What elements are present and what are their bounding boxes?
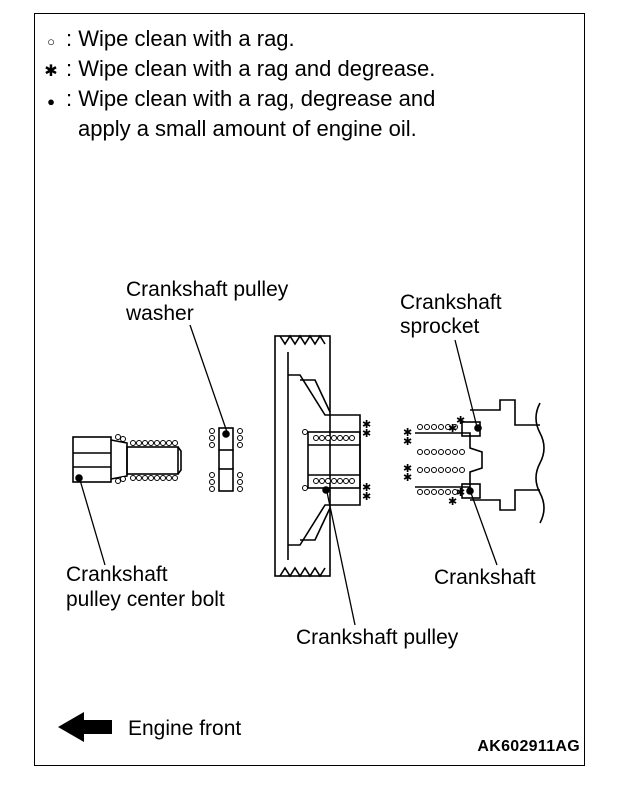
legend-text: : Wipe clean with a rag. xyxy=(66,26,295,51)
legend-item-oil: ● : Wipe clean with a rag, degrease and xyxy=(42,86,435,115)
svg-text:✱: ✱ xyxy=(403,426,412,439)
leader-lines xyxy=(79,324,498,626)
svg-text:✱: ✱ xyxy=(456,414,465,427)
engine-front-label: Engine front xyxy=(128,717,242,740)
legend-item-wipe: ○ : Wipe clean with a rag. xyxy=(42,26,295,55)
legend-text: apply a small amount of engine oil. xyxy=(78,116,417,141)
legend-item-degrease: ✱ : Wipe clean with a rag and degrease. xyxy=(42,56,435,85)
svg-text:✱: ✱ xyxy=(403,471,412,484)
svg-text:✱: ✱ xyxy=(448,422,457,435)
label-sprocket-line2: sprocket xyxy=(400,315,480,338)
label-washer-line1: Crankshaft pulley xyxy=(126,278,289,301)
washer-drawing xyxy=(209,427,243,492)
crankshaft-drawing xyxy=(415,399,545,524)
legend-item-oil-continued: apply a small amount of engine oil. xyxy=(78,116,417,142)
label-washer-line2: washer xyxy=(126,302,194,325)
svg-text:✱: ✱ xyxy=(362,427,371,440)
center-bolt-drawing xyxy=(72,434,182,484)
label-pulley: Crankshaft pulley xyxy=(296,626,459,649)
figure-frame xyxy=(34,13,585,766)
label-bolt-line2: pulley center bolt xyxy=(66,588,225,611)
asterisk-icon: ✱ xyxy=(44,63,58,80)
label-bolt-line1: Crankshaft xyxy=(66,563,168,586)
label-sprocket-line1: Crankshaft xyxy=(400,291,502,314)
legend-text: : Wipe clean with a rag, degrease and xyxy=(66,86,436,111)
svg-text:✱: ✱ xyxy=(448,495,457,508)
svg-text:✱: ✱ xyxy=(403,435,412,448)
filled-circle-icon: ● xyxy=(47,94,55,109)
label-crankshaft: Crankshaft xyxy=(434,566,536,589)
figure-code: AK602911AG xyxy=(477,738,580,755)
svg-text:✱: ✱ xyxy=(362,490,371,503)
svg-text:✱: ✱ xyxy=(456,486,465,499)
legend-text: : Wipe clean with a rag and degrease. xyxy=(66,56,436,81)
pulley-drawing xyxy=(274,334,361,578)
left-arrow-icon xyxy=(58,712,112,742)
svg-text:✱: ✱ xyxy=(362,418,371,431)
svg-text:✱: ✱ xyxy=(403,462,412,475)
svg-text:✱: ✱ xyxy=(362,481,371,494)
open-circle-icon: ○ xyxy=(47,34,55,49)
